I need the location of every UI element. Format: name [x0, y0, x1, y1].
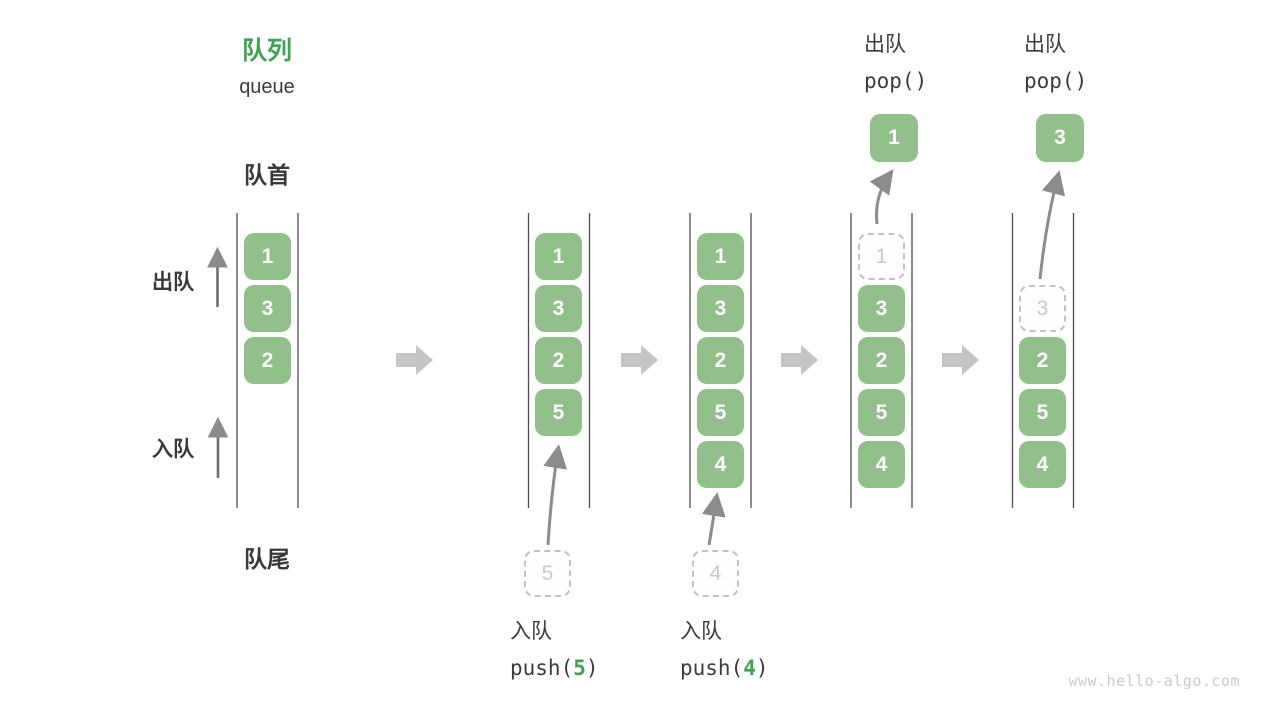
- queue-element: 5: [697, 389, 744, 436]
- queue-element: 2: [858, 337, 905, 384]
- queue-element: 2: [697, 337, 744, 384]
- queue-rear-label: 队尾: [244, 546, 290, 572]
- enqueue-op-text: 入队: [510, 620, 552, 643]
- flow-arrow-icon: [621, 345, 658, 375]
- dequeue-op-text: 出队: [1024, 33, 1066, 56]
- flow-arrow-icon: [942, 345, 979, 375]
- queue-element: 3: [244, 285, 291, 332]
- queue-element: 3: [697, 285, 744, 332]
- enqueue-side-label: 入队: [152, 438, 194, 461]
- queue-element: 1: [535, 233, 582, 280]
- pop3-arrow-icon: [1038, 170, 1066, 280]
- queue-element: 5: [858, 389, 905, 436]
- title-block: 队列 queue: [206, 31, 328, 99]
- ghost-element: 3: [1019, 285, 1066, 332]
- queue-element: 5: [535, 389, 582, 436]
- queue-element: 2: [535, 337, 582, 384]
- pop1-arrow-icon: [869, 169, 894, 225]
- popped-element: 1: [870, 114, 918, 162]
- popped-element: 3: [1036, 114, 1084, 162]
- queue-element: 3: [858, 285, 905, 332]
- page-subtitle: queue: [239, 76, 295, 98]
- watermark: www.hello-algo.com: [1068, 672, 1240, 690]
- push5-arrow-icon: [543, 444, 568, 546]
- pending-element: 4: [692, 550, 739, 597]
- push5-code: push(5): [510, 656, 599, 680]
- queue-element: 4: [1019, 441, 1066, 488]
- dequeue-op-text: 出队: [864, 33, 906, 56]
- enqueue-op-text: 入队: [680, 620, 722, 643]
- queue-element: 5: [1019, 389, 1066, 436]
- push4-arrow-icon: [701, 492, 726, 546]
- queue-element: 1: [244, 233, 291, 280]
- push5-op-label: 入队 push(5): [510, 614, 599, 686]
- container-walls: [236, 213, 1075, 508]
- push4-code: push(4): [680, 656, 769, 680]
- queue-front-label: 队首: [244, 162, 290, 188]
- push4-op-label: 入队 push(4): [680, 614, 769, 686]
- pop3-op-label: 出队 pop(): [1024, 27, 1087, 99]
- pending-element: 5: [524, 550, 571, 597]
- flow-arrow-icon: [396, 345, 433, 375]
- queue-element: 4: [697, 441, 744, 488]
- queue-element: 2: [1019, 337, 1066, 384]
- ghost-element: 1: [858, 233, 905, 280]
- dequeue-side-label: 出队: [152, 271, 194, 294]
- queue-element: 1: [697, 233, 744, 280]
- pop3-code: pop(): [1024, 69, 1088, 93]
- queue-element: 2: [244, 337, 291, 384]
- queue-element: 4: [858, 441, 905, 488]
- queue-element: 3: [535, 285, 582, 332]
- flow-arrow-icon: [781, 345, 818, 375]
- pop1-op-label: 出队 pop(): [864, 27, 927, 99]
- page-title: 队列: [241, 37, 292, 65]
- pop1-code: pop(): [864, 69, 928, 93]
